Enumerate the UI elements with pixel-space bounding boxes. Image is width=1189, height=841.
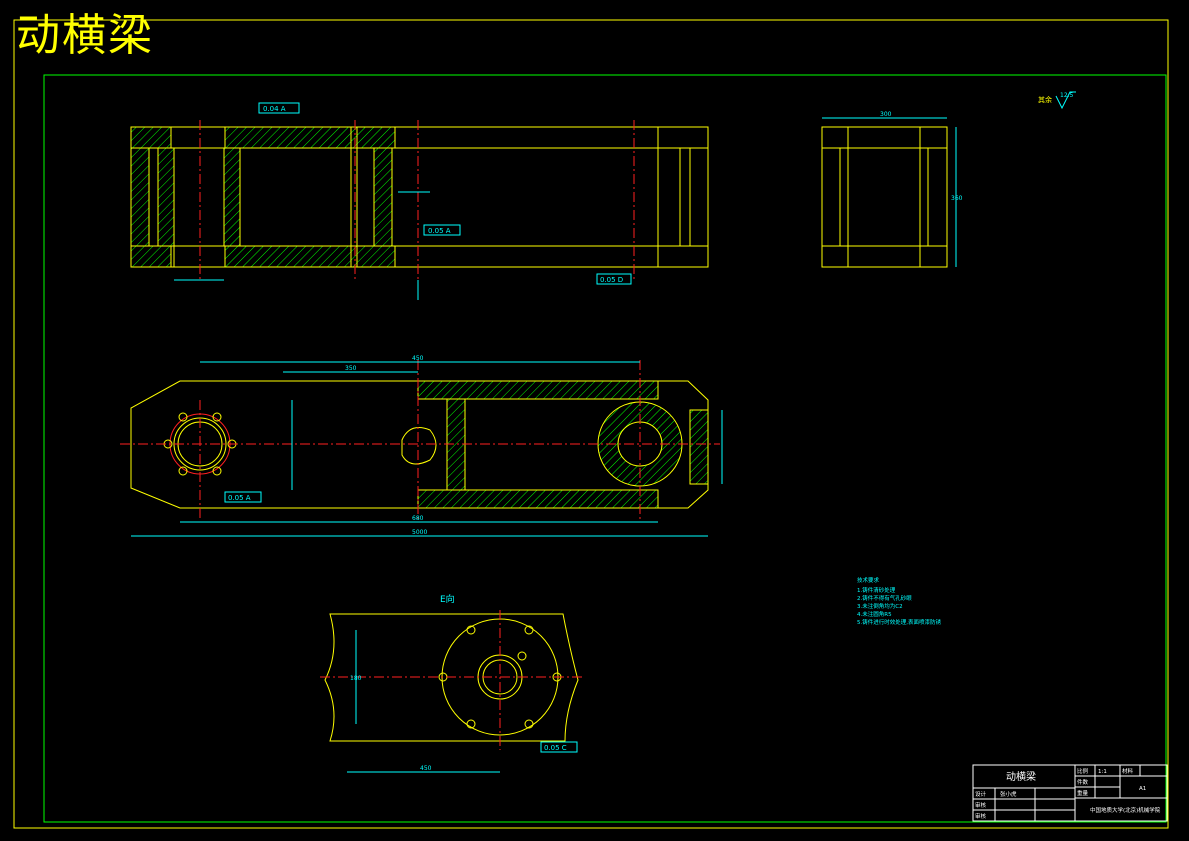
note-2: 2.铸件不得有气孔砂眼: [857, 594, 912, 602]
checker-label: 审核: [975, 801, 987, 809]
page-title: 动横梁: [16, 10, 154, 61]
part-name: 动横梁: [1006, 770, 1036, 783]
plan-dim-top: 450: [412, 355, 424, 362]
plan-dim-upper: 350: [345, 365, 357, 372]
e-dim-height: 180: [350, 675, 362, 682]
sheet-size: A1: [1139, 786, 1146, 792]
tolerance-2: 0.05 A: [428, 227, 451, 235]
tolerance-1: 0.04 A: [263, 105, 286, 113]
notes-heading: 技术要求: [857, 576, 880, 584]
roughness-label: 其余: [1038, 95, 1052, 104]
weight-label: 重量: [1077, 789, 1089, 797]
top-view: 0.04 A 0.05 A 0.05 D: [130, 102, 709, 300]
tolerance-4: 0.05 A: [228, 494, 251, 502]
school-name: 中国地质大学(北京)机械学院: [1090, 806, 1161, 814]
outer-frame: [13, 19, 1169, 829]
tolerance-3: 0.05 D: [600, 276, 623, 284]
designer-name: 张小虎: [1000, 790, 1017, 798]
side-view: 300 360: [821, 111, 963, 268]
title-block: 动横梁 比例 1:1 材料 件数 重量 A1 设计 张小虎 审核 审核 中国地质…: [972, 764, 1168, 822]
designer-label: 设计: [975, 790, 987, 798]
tolerance-5: 0.05 C: [544, 744, 567, 752]
qty-label: 件数: [1077, 778, 1089, 786]
inner-frame: [43, 74, 1167, 823]
note-5: 5.铸件进行时效处理,表面喷漆防锈: [857, 618, 941, 626]
plan-dim-overall: 5000: [412, 529, 427, 536]
roughness-mark: 其余 12.5: [1038, 91, 1076, 110]
plan-view: 450 350 680 5000 0.05 A: [120, 355, 723, 537]
side-width-dim: 300: [880, 111, 892, 118]
e-view: E向 180 450 0.05 C: [320, 593, 585, 773]
note-1: 1.铸件清砂处理: [857, 586, 896, 594]
e-dim-width: 450: [420, 765, 432, 772]
note-3: 3.未注倒角均为C2: [857, 602, 903, 610]
side-height-dim: 360: [951, 195, 963, 202]
approver-label: 审核: [975, 812, 987, 820]
material-label: 材料: [1122, 767, 1134, 775]
side-view-outline: [821, 126, 948, 268]
plan-dim-inner: 680: [412, 515, 424, 522]
e-view-label: E向: [440, 593, 455, 605]
scale-value: 1:1: [1098, 769, 1107, 775]
note-4: 4.未注圆角R5: [857, 610, 892, 618]
technical-notes: 技术要求 1.铸件清砂处理 2.铸件不得有气孔砂眼 3.未注倒角均为C2 4.未…: [857, 576, 941, 626]
scale-label: 比例: [1077, 767, 1089, 775]
roughness-value: 12.5: [1060, 92, 1074, 99]
